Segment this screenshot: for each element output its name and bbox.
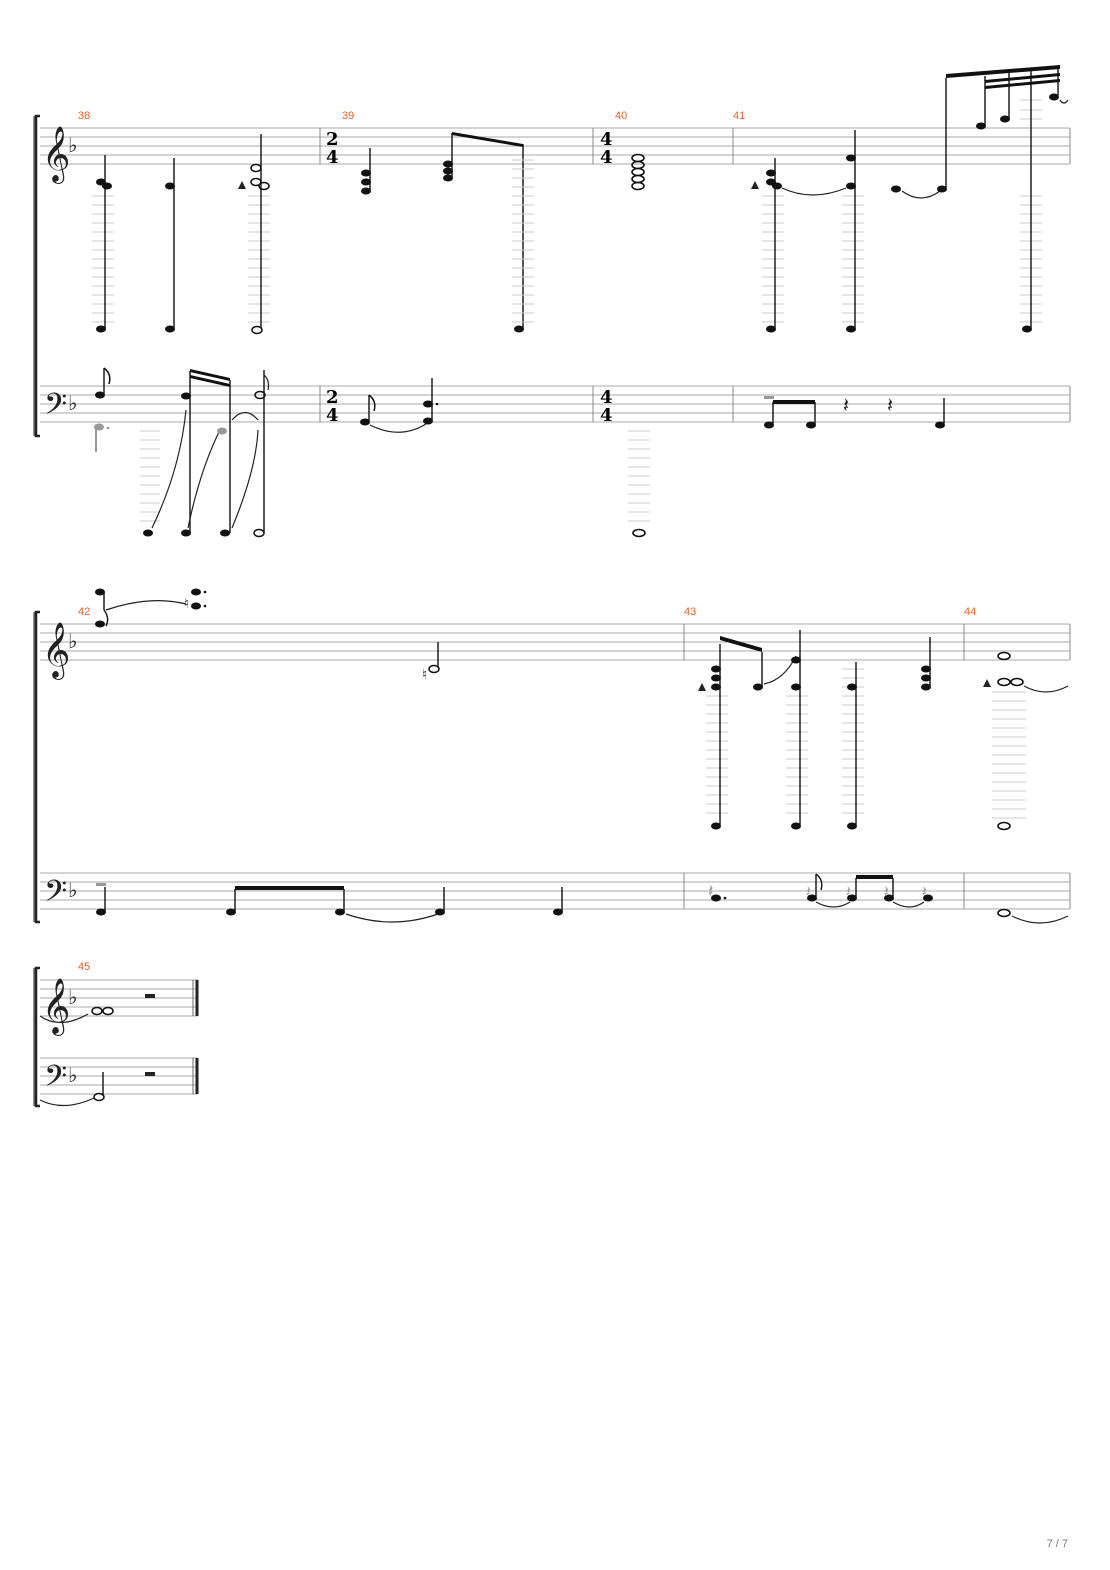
system-3: 𝄞 𝄢 ♭ ♭ 45	[33, 961, 199, 1108]
system-1: 𝄞 𝄢 ♭ ♭ 38 39 40 41 2 4 2 4 4 4 4 4	[33, 65, 1071, 538]
quarter-rest-icon: 𝄽	[887, 393, 893, 417]
system-brace	[34, 610, 40, 924]
time-signature-top: 2	[326, 129, 339, 150]
page-number: 7 / 7	[1046, 1538, 1068, 1550]
treble-staff	[40, 979, 198, 1017]
measure-number: 38	[78, 110, 90, 122]
measure-number: 45	[78, 961, 90, 973]
quarter-rest-icon: 𝄽	[708, 881, 714, 902]
measure-38-bass	[94, 367, 270, 538]
flat-key-icon: ♭	[68, 391, 77, 415]
measure-45-treble	[39, 994, 155, 1024]
natural-icon: ♮	[422, 667, 427, 683]
measure-41-bass: 𝄽 𝄽	[764, 393, 945, 429]
measure-number: 42	[78, 606, 90, 618]
time-signature-bottom: 4	[326, 405, 339, 426]
bass-clef-icon: 𝄢	[44, 1060, 67, 1101]
bass-staff	[40, 1057, 198, 1095]
measure-40-treble	[631, 153, 645, 191]
time-signature-top: 4	[600, 129, 613, 150]
bass-staff	[40, 385, 1070, 423]
time-signature-bottom: 4	[600, 147, 613, 168]
measure-number: 40	[615, 110, 627, 122]
bass-clef-icon: 𝄢	[44, 388, 67, 429]
measure-42-treble: ♮ ♮	[95, 588, 440, 683]
time-signature-bottom: 4	[600, 405, 613, 426]
flat-key-icon: ♭	[68, 1063, 77, 1087]
quarter-rest-icon: 𝄽	[846, 882, 851, 901]
flat-key-icon: ♭	[68, 985, 77, 1009]
measure-43-bass: 𝄽 𝄽 𝄽 𝄽 𝄽	[708, 873, 933, 908]
half-rest-icon	[145, 1072, 155, 1076]
treble-staff	[40, 623, 1070, 661]
measure-44-bass	[997, 908, 1069, 924]
treble-clef-icon: 𝄞	[42, 622, 70, 680]
bass-staff	[40, 872, 1070, 910]
treble-staff	[40, 127, 1070, 165]
system-2: 𝄞 𝄢 ♭ ♭ 42 43 44 ♮ ♮	[33, 588, 1071, 924]
measure-41-treble	[751, 65, 1069, 333]
measure-44-treble	[983, 651, 1069, 831]
half-rest-icon	[145, 994, 155, 998]
flat-key-icon: ♭	[68, 878, 77, 902]
measure-number: 41	[733, 110, 745, 122]
time-signature-top: 4	[600, 387, 613, 408]
treble-clef-icon: 𝄞	[42, 978, 70, 1036]
measure-number: 43	[684, 606, 696, 618]
time-signature-bottom: 4	[326, 147, 339, 168]
bass-clef-icon: 𝄢	[44, 875, 67, 916]
measure-42-bass	[96, 883, 563, 923]
measure-number: 44	[964, 606, 976, 618]
treble-clef-icon: 𝄞	[42, 126, 70, 184]
flat-key-icon: ♭	[68, 629, 77, 653]
system-brace	[34, 114, 40, 438]
measure-45-bass	[39, 1072, 155, 1107]
system-brace	[34, 966, 40, 1108]
quarter-rest-icon: 𝄽	[884, 882, 889, 901]
measure-40-bass	[628, 430, 650, 538]
quarter-rest-icon: 𝄽	[922, 882, 927, 901]
natural-icon: ♮	[184, 596, 189, 612]
measure-number: 39	[342, 110, 354, 122]
time-signature-top: 2	[326, 387, 339, 408]
measure-38-treble	[92, 134, 270, 335]
flat-key-icon: ♭	[68, 133, 77, 157]
quarter-rest-icon: 𝄽	[843, 393, 849, 417]
measure-43-treble	[698, 630, 931, 830]
measure-39-bass	[360, 378, 439, 433]
quarter-rest-icon: 𝄽	[806, 882, 811, 901]
measure-39-treble	[361, 132, 534, 333]
